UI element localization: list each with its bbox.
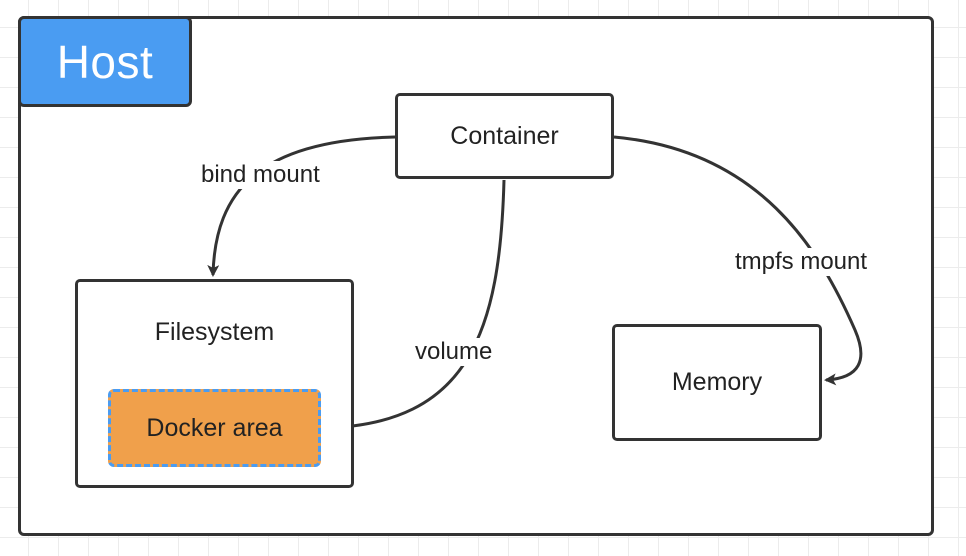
bind-mount-label: bind mount	[198, 161, 323, 189]
docker-area-node: Docker area	[108, 389, 321, 467]
docker-area-label: Docker area	[146, 413, 283, 442]
filesystem-label: Filesystem	[154, 318, 275, 346]
tmpfs-mount-arrow	[613, 135, 863, 386]
volume-label: volume	[412, 338, 496, 366]
container-label: Container	[450, 121, 559, 150]
host-label: Host	[18, 16, 192, 107]
container-node: Container	[395, 93, 614, 179]
bind-mount-arrow	[207, 135, 396, 277]
memory-node: Memory	[612, 324, 822, 441]
tmpfs-mount-label: tmpfs mount	[732, 248, 871, 276]
memory-label: Memory	[671, 368, 763, 396]
